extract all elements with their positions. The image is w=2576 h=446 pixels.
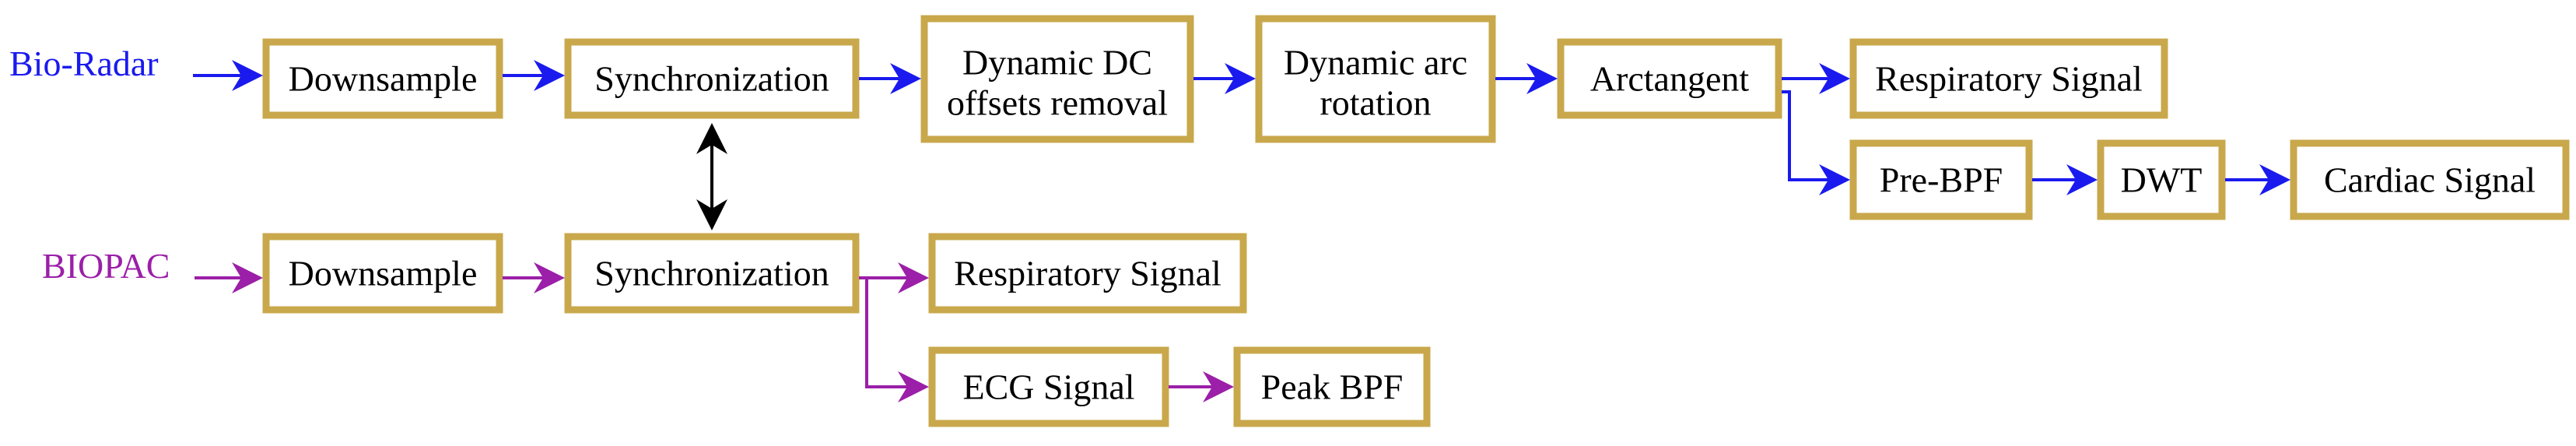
arrow-sync-to-ecg (859, 276, 929, 402)
radar-downsample-label: Downsample (289, 59, 478, 99)
ecg-signal-box: ECG Signal (928, 346, 1169, 427)
dwt-label: DWT (2121, 160, 2203, 200)
radar-synchronization-box: Synchronization (564, 38, 860, 119)
peak-bpf-label: Peak BPF (1261, 367, 1404, 407)
pre-bpf-label: Pre-BPF (1880, 160, 2003, 200)
pre-bpf-box: Pre-BPF (1849, 139, 2033, 220)
dc-removal-label-line1: Dynamic DC (962, 43, 1152, 83)
biopac-source-label: BIOPAC (42, 246, 170, 286)
biopac-synchronization-box: Synchronization (564, 233, 860, 314)
arc-rotation-box: Dynamic arc rotation (1255, 15, 1496, 143)
biopac-downsample-box: Downsample (262, 233, 503, 314)
arc-rotation-label-line2: rotation (1320, 83, 1431, 123)
biopac-respiratory-label: Respiratory Signal (954, 254, 1221, 293)
cardiac-signal-label: Cardiac Signal (2324, 160, 2536, 200)
arctangent-box: Arctangent (1557, 38, 1782, 119)
arctangent-label: Arctangent (1590, 59, 1750, 99)
dc-removal-label-line2: offsets removal (947, 83, 1168, 123)
dwt-box: DWT (2097, 139, 2226, 220)
ecg-signal-label: ECG Signal (962, 367, 1134, 407)
peak-bpf-box: Peak BPF (1233, 346, 1431, 427)
biopac-synchronization-label: Synchronization (594, 254, 829, 293)
bio-radar-source-label: Bio-Radar (9, 44, 159, 83)
cardiac-signal-box: Cardiac Signal (2290, 139, 2570, 220)
dc-offsets-removal-box: Dynamic DC offsets removal (920, 15, 1194, 143)
radar-downsample-box: Downsample (262, 38, 503, 119)
radar-respiratory-label: Respiratory Signal (1875, 59, 2143, 99)
radar-respiratory-signal-box: Respiratory Signal (1849, 38, 2168, 119)
biopac-downsample-label: Downsample (289, 254, 478, 293)
arrow-arctangent-to-pre-bpf (1782, 90, 1850, 195)
radar-synchronization-label: Synchronization (594, 59, 829, 99)
biopac-respiratory-signal-box: Respiratory Signal (928, 233, 1247, 314)
arc-rotation-label-line1: Dynamic arc (1284, 43, 1467, 83)
